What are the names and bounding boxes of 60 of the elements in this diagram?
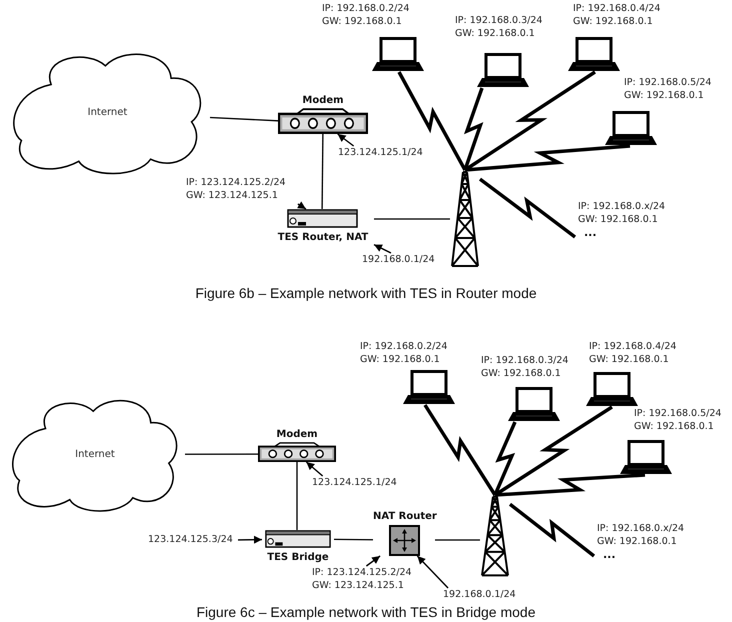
address-label: 192.168.0.1/24 xyxy=(362,253,446,267)
network-cable xyxy=(210,116,278,122)
address-label: IP: 192.168.0.4/24 xyxy=(573,2,660,15)
device-label: NAT Router xyxy=(373,510,435,524)
address-label: GW: 123.124.125.1 xyxy=(186,189,279,202)
address-label: 192.168.0.1/24 xyxy=(443,588,527,602)
leader-arrow xyxy=(306,461,324,477)
address-label: IP: 192.168.0.5/24 xyxy=(634,407,722,420)
address-label: GW: 192.168.0.1 xyxy=(481,367,562,380)
network-cable xyxy=(321,134,324,209)
figure-caption: Figure 6c – Example network with TES in Bridge mode xyxy=(195,604,536,621)
leader-arrow xyxy=(297,201,306,210)
address-label: GW: 192.168.0.1 xyxy=(322,15,403,28)
wireless-link xyxy=(494,473,646,497)
address-label: IP: 192.168.0.x/24 xyxy=(578,200,666,213)
address-label: GW: 192.168.0.1 xyxy=(624,89,705,102)
address-label: GW: 192.168.0.1 xyxy=(578,213,659,226)
address-label: IP: 192.168.0.3/24 xyxy=(455,14,542,27)
address-label: IP: 192.168.0.x/24 xyxy=(597,522,684,535)
leader-arrow xyxy=(366,555,380,567)
network-cable xyxy=(296,462,298,530)
network-cable xyxy=(374,218,450,220)
wireless-link xyxy=(397,71,467,171)
address-label: IP: 192.168.0.2/24 xyxy=(360,340,448,353)
device-label: TES Bridge xyxy=(266,551,330,565)
address-label: 123.124.125.1/24 xyxy=(338,146,428,160)
figure-caption: Figure 6b – Example network with TES in Router mode xyxy=(194,285,538,302)
wireless-link xyxy=(424,404,496,496)
leader-arrow xyxy=(337,133,354,147)
cloud-label: Internet xyxy=(74,448,116,460)
leader-arrow xyxy=(238,536,262,544)
network-cable xyxy=(185,453,258,455)
address-label: 123.124.125.3/24 xyxy=(148,533,238,547)
address-label: IP: 192.168.0.3/24 xyxy=(481,354,568,367)
address-label: GW: 192.168.0.1 xyxy=(573,15,654,28)
address-label: IP: 123.124.125.2/24 xyxy=(186,176,287,189)
address-label: GW: 192.168.0.1 xyxy=(360,353,441,366)
address-label: IP: 123.124.125.2/24 xyxy=(312,566,413,579)
device-label: TES Router, NAT xyxy=(276,231,370,245)
address-label: GW: 192.168.0.1 xyxy=(634,420,715,433)
wireless-link xyxy=(508,502,596,558)
network-cable xyxy=(334,538,373,540)
address-label: GW: 123.124.125.1 xyxy=(312,579,405,592)
wireless-link xyxy=(464,144,630,172)
network-cable xyxy=(435,539,480,541)
address-label: GW: 192.168.0.1 xyxy=(589,353,670,366)
address-label: IP: 192.168.0.4/24 xyxy=(589,340,676,353)
cloud-label: Internet xyxy=(86,106,128,118)
leader-arrow xyxy=(416,556,449,588)
address-label: GW: 192.168.0.1 xyxy=(597,535,678,548)
address-label: 123.124.125.1/24 xyxy=(312,476,402,490)
wireless-link xyxy=(478,178,576,238)
address-label: GW: 192.168.0.1 xyxy=(455,27,536,40)
address-label: IP: 192.168.0.5/24 xyxy=(624,76,712,89)
leader-arrow xyxy=(374,244,392,254)
ellipsis-label: ... xyxy=(603,548,617,561)
ellipsis-label: ... xyxy=(584,226,598,239)
device-label: Modem xyxy=(275,428,319,442)
device-label: Modem xyxy=(301,94,345,108)
address-label: IP: 192.168.0.2/24 xyxy=(322,2,410,15)
